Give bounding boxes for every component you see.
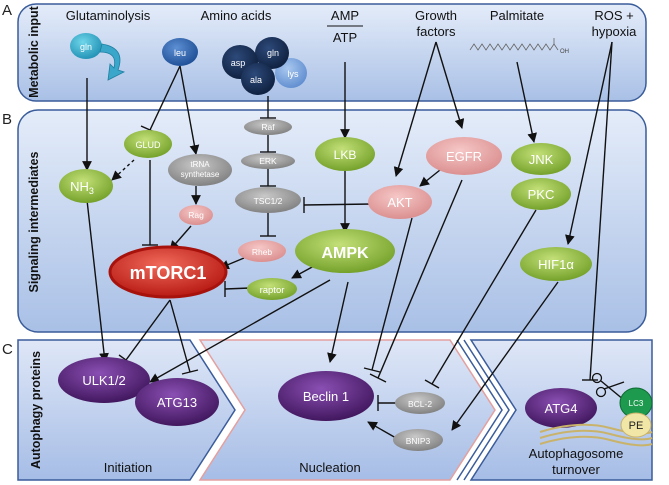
gln-node: gln <box>70 33 102 59</box>
palmitate-label: Palmitate <box>490 8 544 23</box>
glud-node: GLUD <box>124 130 172 158</box>
trna-label-line1: tRNA <box>190 160 210 169</box>
scissors-icon <box>591 372 625 401</box>
amp-atp-ratio: AMP ATP <box>327 8 363 45</box>
tsc-label: TSC1/2 <box>254 196 283 206</box>
glud-label: GLUD <box>135 140 161 150</box>
growth-factors-line2: factors <box>416 24 456 39</box>
connectors <box>82 41 613 439</box>
ulk-label: ULK1/2 <box>82 373 125 388</box>
lc3-label: LC3 <box>629 399 644 408</box>
ros-label-line1: ROS + <box>594 8 633 23</box>
akt-label: AKT <box>387 195 412 210</box>
amino-acids-label: Amino acids <box>201 8 272 23</box>
atg13-label: ATG13 <box>157 395 197 410</box>
bcl2-label: BCL-2 <box>408 399 432 409</box>
bnip3-label: BNIP3 <box>406 436 431 446</box>
raptor-label: raptor <box>260 285 285 296</box>
growth-factors-line1: Growth <box>415 8 457 23</box>
mtorc1-node: mTORC1 <box>108 245 228 299</box>
ulk-node: ULK1/2 <box>58 357 150 403</box>
panel-b-letter: B <box>2 111 12 128</box>
raf-node: Raf <box>244 119 292 135</box>
raf-label: Raf <box>261 122 275 132</box>
ros-label-line2: hypoxia <box>592 24 638 39</box>
amino-acid-cluster: asp gln ala lys <box>222 37 307 95</box>
egfr-label: EGFR <box>446 149 482 164</box>
erk-label: ERK <box>259 156 277 166</box>
palmitate-oh-label: OH <box>560 49 569 55</box>
hif1a-label: HIF1α <box>538 257 574 272</box>
stage-initiation: Initiation <box>104 460 152 475</box>
raptor-node: raptor <box>247 278 297 300</box>
nh3-label: NH3 <box>70 179 94 196</box>
amp-label: AMP <box>331 8 359 23</box>
panel-a-title: Metabolic input <box>27 5 41 98</box>
panel-c-letter: C <box>2 341 13 358</box>
beclin-node: Beclin 1 <box>278 371 374 421</box>
pe-label: PE <box>629 420 644 432</box>
lys-label: lys <box>288 69 299 79</box>
gln-label: gln <box>80 42 92 52</box>
gln-cluster-label: gln <box>267 48 279 58</box>
stage-nucleation: Nucleation <box>299 460 360 475</box>
lkb-node: LKB <box>315 137 375 171</box>
tsc-node: TSC1/2 <box>235 187 301 213</box>
jnk-node: JNK <box>511 143 571 175</box>
ampk-label: AMPK <box>321 245 369 262</box>
glutaminolysis-label: Glutaminolysis <box>66 8 151 23</box>
akt-node: AKT <box>368 185 432 219</box>
palmitate-chain-icon: OH <box>469 38 569 55</box>
pkc-label: PKC <box>528 187 555 202</box>
panel-a-letter: A <box>2 2 12 19</box>
stage-turnover-line1: Autophagosome <box>529 446 624 461</box>
panel-c-title-line1: Autophagy proteins <box>29 351 43 469</box>
mtorc1-label: mTORC1 <box>130 263 207 283</box>
stage-turnover-line2: turnover <box>552 462 600 477</box>
erk-node: ERK <box>241 153 295 169</box>
leu-node: leu <box>162 38 198 66</box>
atg4-label: ATG4 <box>545 401 578 416</box>
bnip3-node: BNIP3 <box>393 429 443 451</box>
ala-label: ala <box>250 75 262 85</box>
rheb-node: Rheb <box>238 240 286 262</box>
pkc-node: PKC <box>511 178 571 210</box>
bcl2-node: BCL-2 <box>395 392 445 414</box>
rheb-label: Rheb <box>252 247 273 257</box>
cycle-arrow-icon <box>99 43 126 81</box>
asp-label: asp <box>231 58 246 68</box>
pe-node: PE <box>620 412 652 438</box>
trna-label-line2: synthetase <box>181 170 220 179</box>
atg13-node: ATG13 <box>135 378 219 426</box>
jnk-label: JNK <box>529 152 554 167</box>
atg4-node: ATG4 <box>525 388 597 428</box>
rag-label: Rag <box>188 210 204 220</box>
ampk-node: AMPK <box>295 229 395 273</box>
trna-synthetase-node: tRNA synthetase <box>168 154 232 186</box>
lkb-label: LKB <box>334 148 357 162</box>
leu-label: leu <box>174 48 186 58</box>
egfr-node: EGFR <box>426 137 502 175</box>
panel-b-title: Signaling intermediates <box>27 151 41 292</box>
atp-label: ATP <box>333 30 357 45</box>
beclin-label: Beclin 1 <box>303 389 349 404</box>
nh3-node: NH3 <box>59 169 113 203</box>
rag-node: Rag <box>179 205 213 225</box>
hif1a-node: HIF1α <box>520 247 592 281</box>
